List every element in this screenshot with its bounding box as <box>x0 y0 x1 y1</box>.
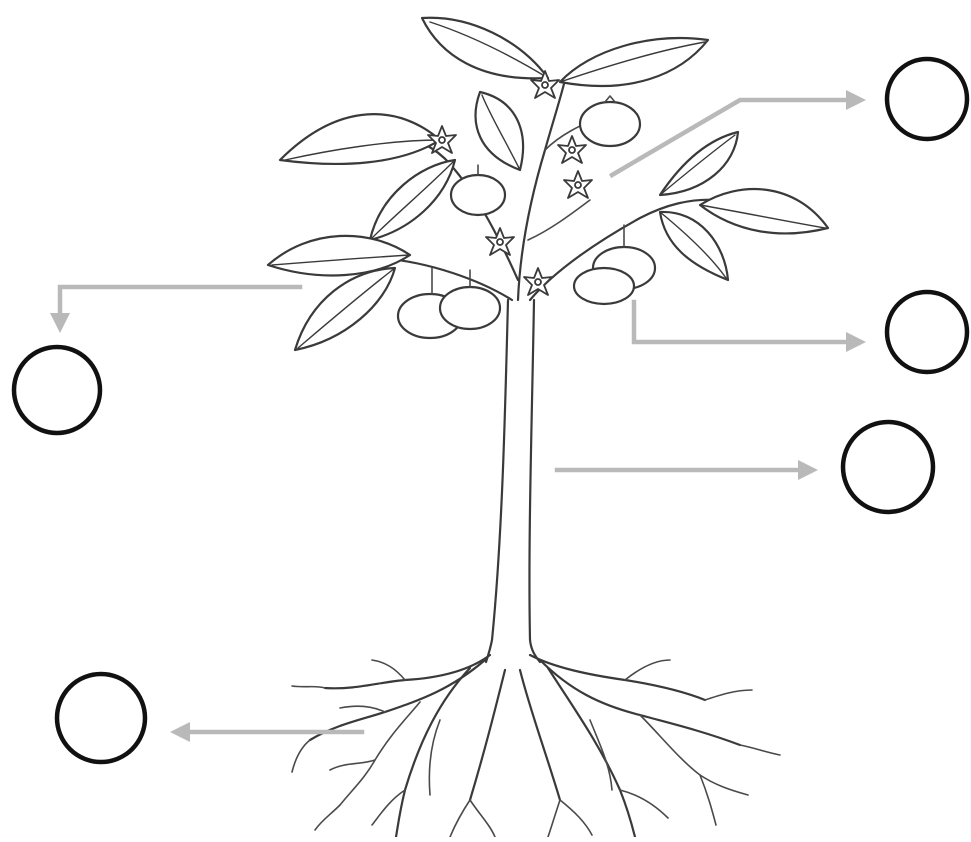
arrow-flower <box>634 302 866 352</box>
answer-circle-fruit[interactable] <box>887 59 967 139</box>
answer-circle-stem[interactable] <box>843 422 933 512</box>
arrow-leaf <box>50 287 300 333</box>
fruits <box>398 96 655 338</box>
arrow-root <box>170 722 362 742</box>
stem <box>486 300 540 662</box>
leaves <box>268 18 828 350</box>
answer-circle-flower[interactable] <box>887 292 967 372</box>
answer-circle-root[interactable] <box>57 674 145 762</box>
answer-circles <box>14 59 967 762</box>
answer-circle-leaf[interactable] <box>14 347 100 433</box>
roots <box>292 655 780 837</box>
arrow-stem <box>557 460 818 480</box>
